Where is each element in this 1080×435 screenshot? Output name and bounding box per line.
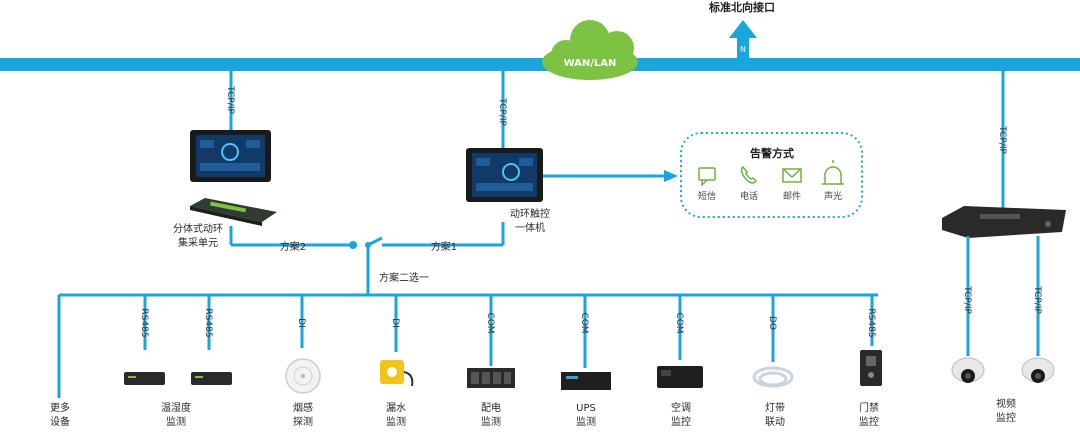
all-in-one-line1: 动环触控 [510, 207, 550, 220]
dome-camera-icon [951, 357, 985, 383]
northbound-interface-label: 标准北向接口 [708, 0, 775, 14]
main-network-bus [0, 58, 1080, 71]
water-leak-sensor-icon [380, 360, 414, 387]
dome-camera-icon [1021, 357, 1055, 383]
device-2-line1: 温湿度 [161, 401, 191, 414]
alarm-method-light: 声光 [824, 190, 842, 202]
power-distribution-monitor-icon [467, 368, 515, 388]
nvr-recorder-icon [942, 206, 1066, 238]
device-8-line1: 灯带 [765, 402, 785, 414]
alarm-method-sms: 短信 [698, 190, 716, 202]
phone-icon [740, 165, 757, 184]
all-in-one-line2: 一体机 [515, 221, 545, 234]
scheme-plan2-label: 方案2 [280, 240, 306, 253]
device-4-port: DI [390, 318, 400, 328]
alarm-arrow-icon [664, 170, 678, 182]
video-line2: 监控 [996, 411, 1016, 424]
device-4-line2: 监测 [386, 415, 406, 428]
scheme-plan1-label: 方案1 [431, 240, 457, 253]
tcp-label-cam1: TCP/IP [962, 285, 972, 314]
switch-node-left [349, 241, 357, 249]
device-3-line1: 烟感 [293, 401, 313, 414]
device-6-port: COM [579, 312, 589, 333]
device-9-drop: RS485 [866, 295, 876, 346]
northbound-arrow-icon: N [729, 20, 757, 58]
alarm-light-icon [822, 160, 844, 185]
more-devices-line1: 更多 [50, 401, 70, 414]
tcp-label-left: TCP/IP [225, 85, 235, 114]
touch-panel-left [190, 130, 271, 182]
device-6-line1: UPS [576, 403, 596, 414]
switch-node-right [365, 242, 371, 248]
device-9-port: RS485 [866, 308, 876, 337]
video-line1: 视频 [996, 397, 1016, 410]
device-4-drop: DI [390, 295, 400, 352]
device-2-drop: RS485 [203, 295, 213, 350]
device-2-line2: 监测 [166, 415, 186, 428]
device-8-line2: 联动 [765, 416, 785, 428]
device-7-port: COM [674, 312, 684, 333]
alarm-box [680, 132, 863, 218]
device-1-port: RS485 [139, 308, 149, 337]
device-8-drop: DO [767, 295, 777, 362]
more-devices-line2: 设备 [50, 415, 70, 428]
arrow-letter: N [740, 45, 746, 54]
sensor-box-icon [124, 372, 165, 385]
access-control-icon [860, 350, 882, 386]
device-7-drop: COM [674, 295, 684, 360]
tcp-label-mid: TCP/IP [497, 97, 507, 126]
device-9-line2: 监控 [859, 415, 879, 428]
device-5-line1: 配电 [481, 401, 501, 414]
device-5-port: COM [485, 312, 495, 333]
device-7-line2: 监控 [671, 415, 691, 428]
device-2-port: RS485 [203, 308, 213, 337]
led-strip-icon [752, 366, 794, 388]
device-6-drop: COM [579, 295, 589, 368]
device-7-line1: 空调 [671, 401, 691, 414]
device-5-drop: COM [485, 295, 495, 366]
scheme-choose-label: 方案二选一 [379, 271, 429, 284]
cloud-label: WAN/LAN [564, 58, 617, 69]
air-conditioner-controller-icon [657, 366, 703, 388]
device-3-port: DI [296, 318, 306, 328]
device-3-drop: DI [296, 295, 306, 348]
device-9-line1: 门禁 [859, 401, 879, 414]
device-8-port: DO [767, 316, 777, 330]
smoke-detector-icon [285, 358, 321, 394]
alarm-method-mail: 邮件 [783, 190, 801, 202]
temperature-humidity-sensor-icon [191, 372, 232, 385]
tcp-label-right: TCP/IP [997, 125, 1007, 154]
distributed-unit-line2: 集采单元 [178, 236, 218, 249]
mail-icon [782, 168, 802, 183]
distributed-unit-line1: 分体式动环 [173, 222, 223, 235]
device-6-line2: 监测 [576, 415, 596, 428]
device-3-line2: 探测 [293, 415, 313, 428]
device-5-line2: 监测 [481, 415, 501, 428]
tcp-label-cam2: TCP/IP [1032, 285, 1042, 314]
cloud-icon [542, 20, 638, 80]
device-1-drop: RS485 [139, 295, 149, 350]
scheme-connectors [229, 222, 505, 295]
alarm-title: 告警方式 [750, 146, 794, 160]
device-4-line1: 漏水 [386, 402, 406, 414]
ups-icon [561, 372, 611, 390]
alarm-method-phone: 电话 [740, 190, 758, 202]
touch-panel-all-in-one [466, 148, 543, 202]
message-icon [698, 167, 716, 187]
distributed-collector-icon [190, 198, 277, 226]
